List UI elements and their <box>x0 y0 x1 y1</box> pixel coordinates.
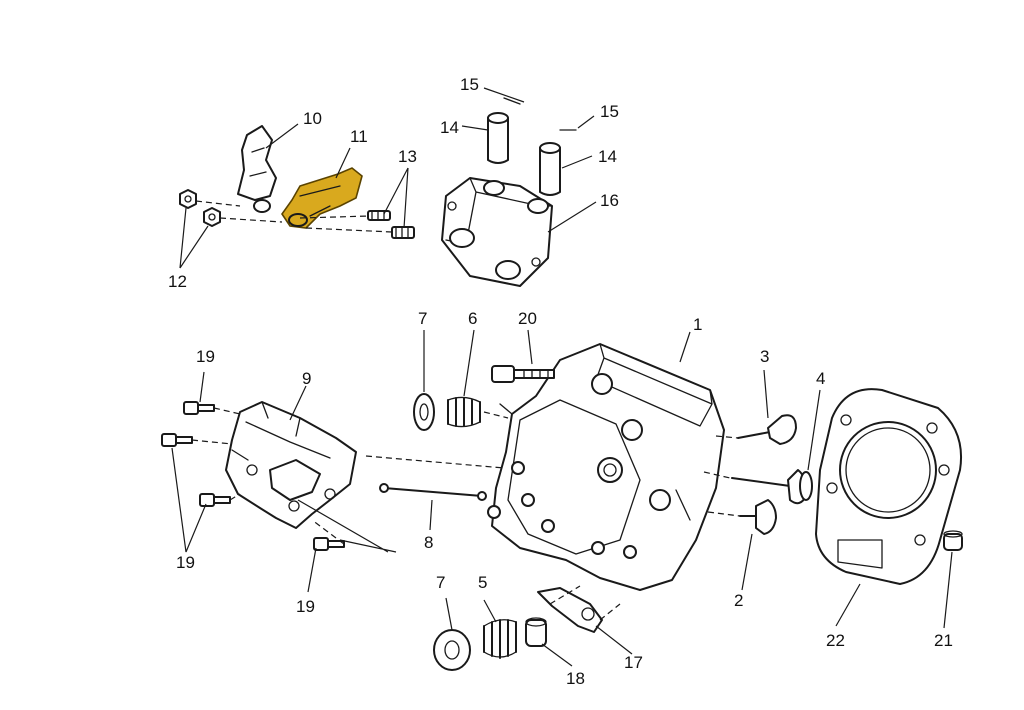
bolt-19a <box>183 401 215 415</box>
rocker-arm-10 <box>237 125 277 213</box>
cylinder-head-1 <box>487 343 725 591</box>
valve-seal-4 <box>799 471 813 501</box>
callout-7-upper: 7 <box>418 309 427 328</box>
leader-lines <box>171 87 953 667</box>
pushrod-tube-14b <box>539 142 561 196</box>
rocker-bracket-9 <box>225 401 357 529</box>
callout-9: 9 <box>302 369 311 388</box>
callout-10: 10 <box>303 109 322 128</box>
callout-16: 16 <box>600 191 619 210</box>
bolt-13a <box>367 210 391 221</box>
callout-5: 5 <box>478 573 487 592</box>
callout-4: 4 <box>816 369 825 388</box>
pushrod-tube-14a <box>487 112 509 164</box>
nut-12a <box>179 189 197 209</box>
rocker-arm-11-highlighted <box>281 167 363 229</box>
callout-19b: 19 <box>176 553 195 572</box>
callout-19c: 19 <box>296 597 315 616</box>
callout-14b: 14 <box>598 147 617 166</box>
bolt-19b <box>161 433 193 447</box>
valve-seal-18 <box>525 617 547 647</box>
valve-long-stem <box>731 469 808 505</box>
callout-6: 6 <box>468 309 477 328</box>
exhaust-valve-2 <box>739 499 777 535</box>
valve-spring-6 <box>447 396 481 428</box>
bolt-19c <box>199 493 231 507</box>
callout-22: 22 <box>826 631 845 650</box>
bolt-13b <box>391 226 415 239</box>
push-rod-8 <box>379 483 487 501</box>
retainer-7-lower <box>433 629 471 671</box>
callout-3: 3 <box>760 347 769 366</box>
callout-18: 18 <box>566 669 585 688</box>
callout-14a: 14 <box>440 118 459 137</box>
head-gasket-22 <box>815 388 962 585</box>
dowel-pin-21 <box>943 530 963 551</box>
callout-13: 13 <box>398 147 417 166</box>
callout-17: 17 <box>624 653 643 672</box>
callout-7-lower: 7 <box>436 573 445 592</box>
bolt-20 <box>491 365 555 383</box>
callout-2: 2 <box>734 591 743 610</box>
callout-15b: 15 <box>600 102 619 121</box>
callout-21: 21 <box>934 631 953 650</box>
callout-1: 1 <box>693 315 702 334</box>
callout-15a: 15 <box>460 75 479 94</box>
valve-spring-5 <box>483 619 517 659</box>
callout-11: 11 <box>350 127 368 146</box>
callout-12: 12 <box>168 272 187 291</box>
bolt-19d <box>313 537 345 551</box>
callout-8: 8 <box>424 533 433 552</box>
clip-15a <box>503 97 521 105</box>
rocker-support-16 <box>441 177 553 287</box>
rocker-arm-17 <box>537 587 603 633</box>
retainer-7-upper <box>413 393 435 431</box>
callout-19a: 19 <box>196 347 215 366</box>
intake-valve-3 <box>737 414 797 445</box>
callout-20: 20 <box>518 309 537 328</box>
nut-12b <box>203 207 221 227</box>
